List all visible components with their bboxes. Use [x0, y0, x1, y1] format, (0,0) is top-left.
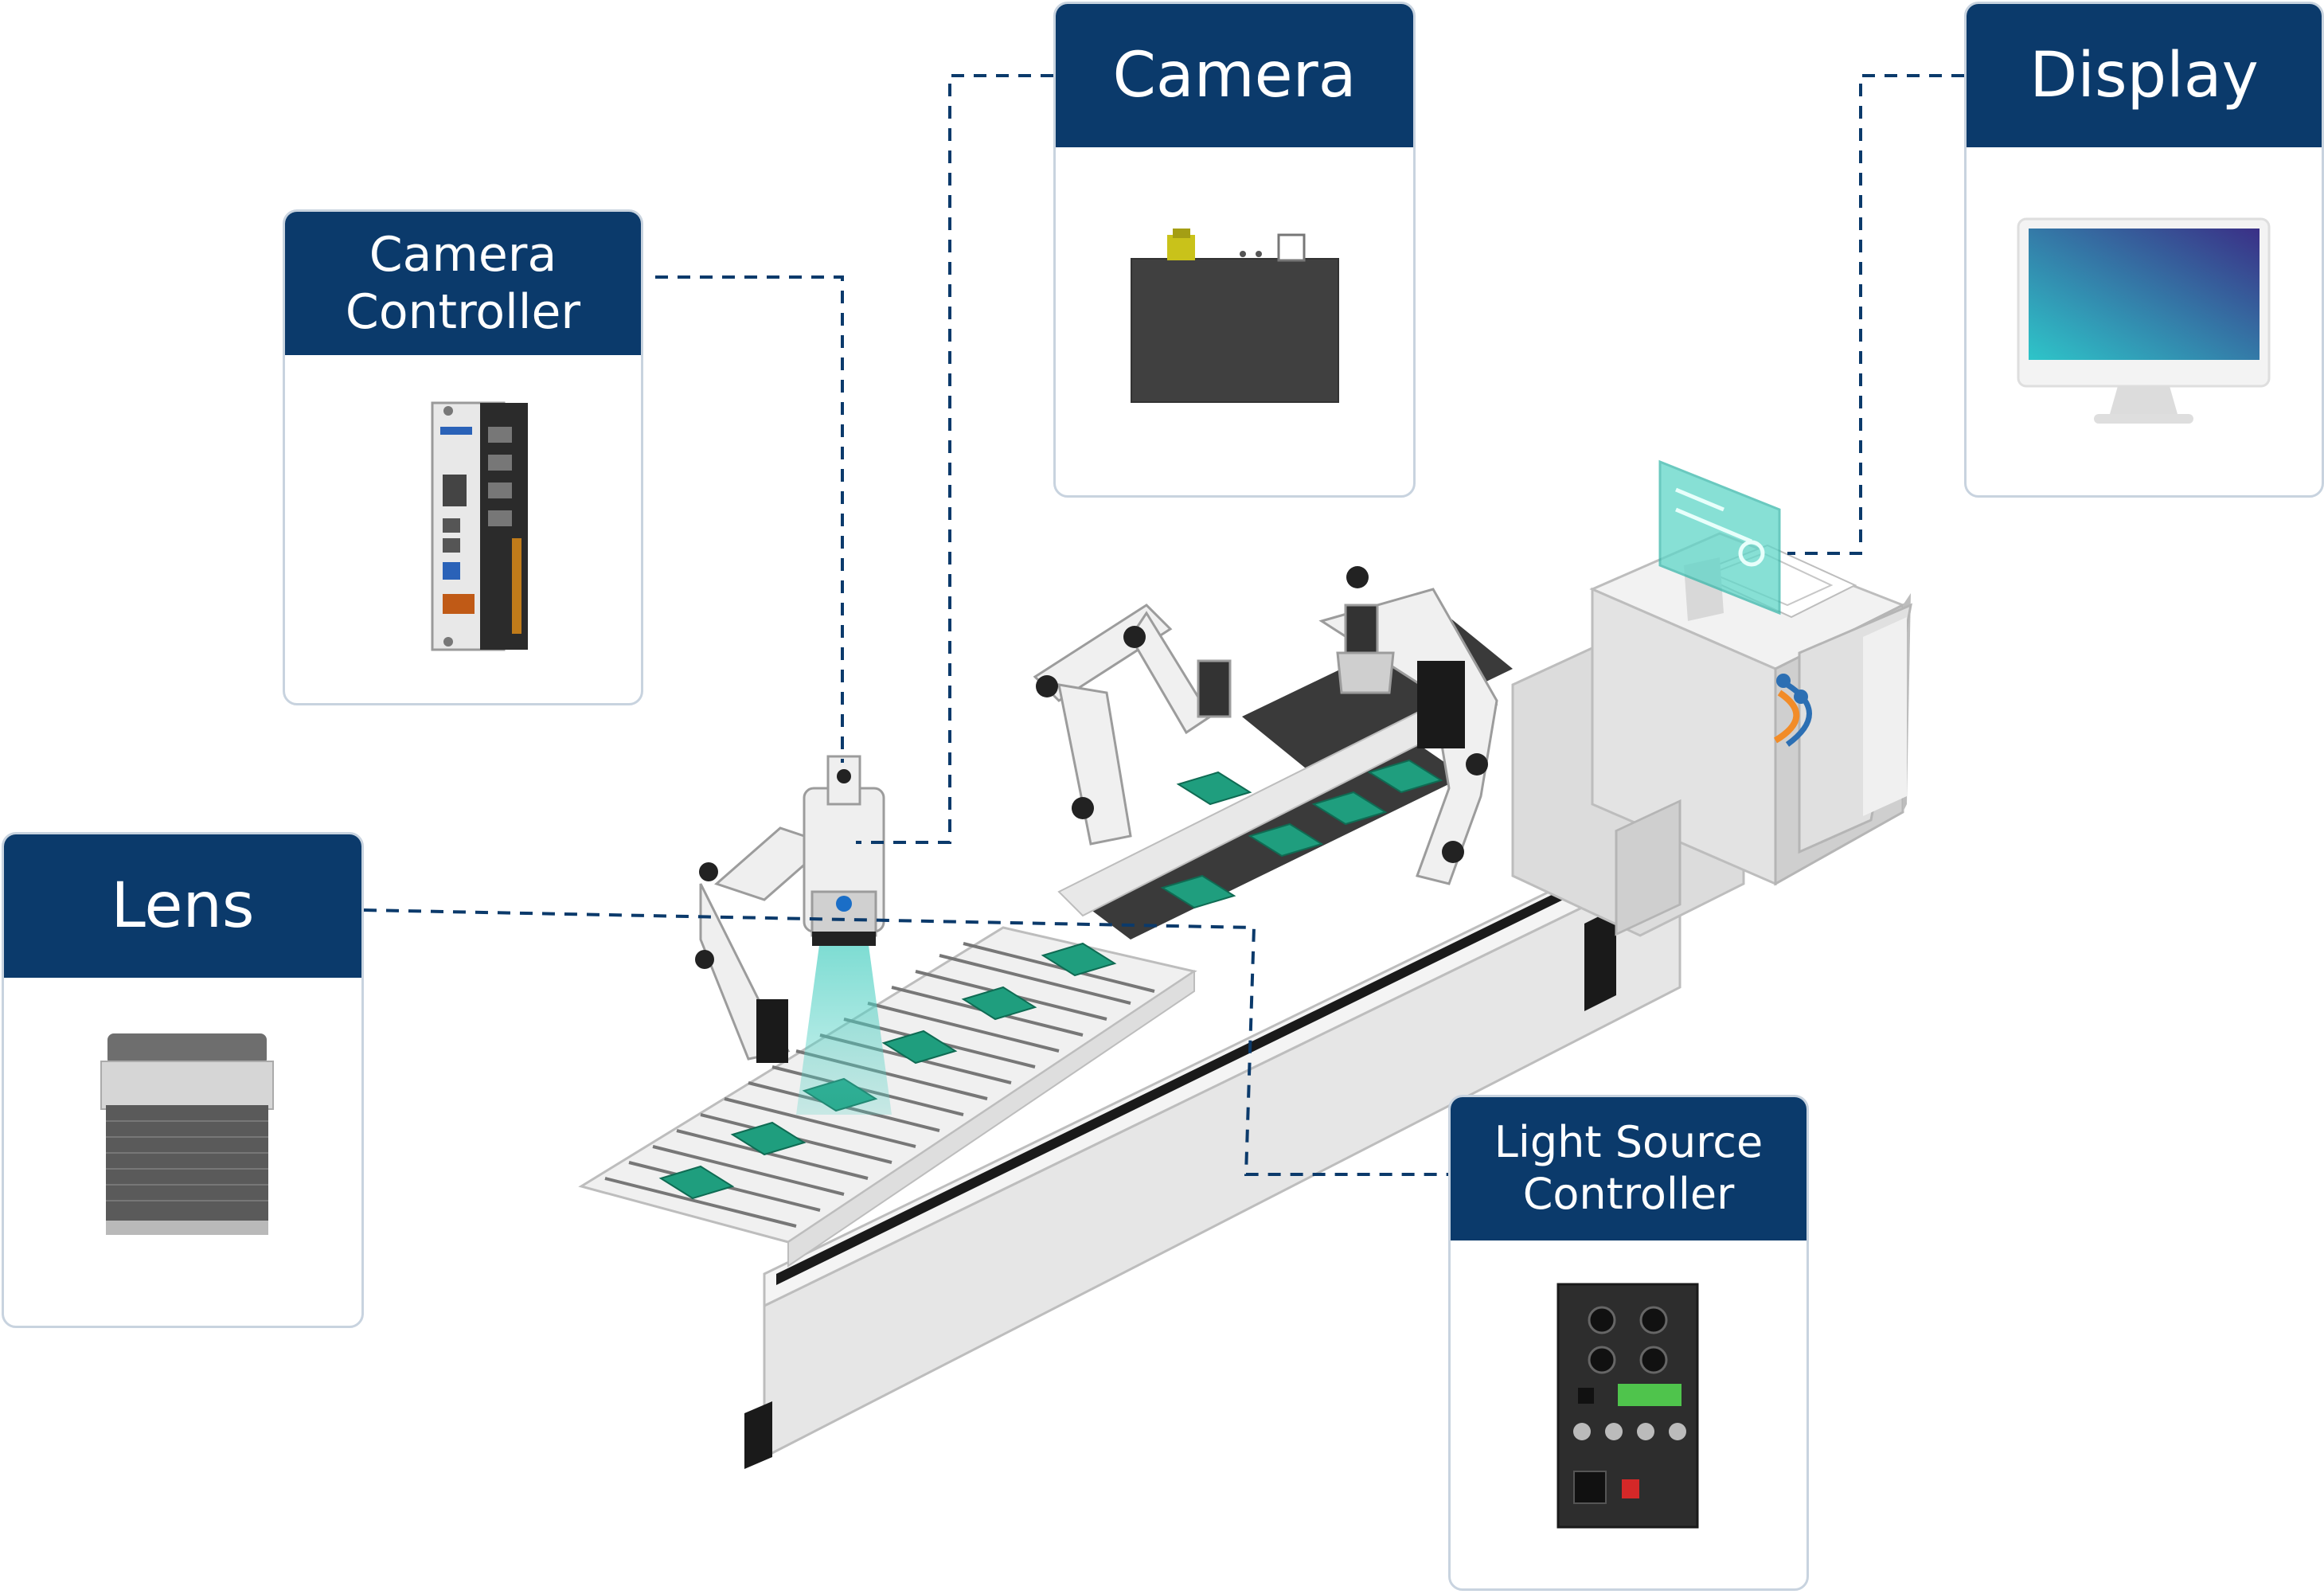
camera-controller-label: Camera Controller: [345, 227, 581, 340]
lens-icon: [100, 1033, 274, 1235]
lens-label: Lens: [111, 870, 255, 942]
connector-lines: [363, 74, 1964, 1176]
machine-base: [744, 826, 1681, 1469]
light-source-controller-card: Light Source Controller: [1448, 1095, 1809, 1591]
display-label: Display: [2029, 40, 2259, 111]
connector-lens: [363, 908, 1448, 1176]
light-source-controller-header: Light Source Controller: [1451, 1097, 1806, 1240]
light-source-controller-label: Light Source Controller: [1494, 1117, 1764, 1219]
camera-body-icon: [1131, 229, 1339, 403]
lens-card: Lens: [2, 832, 364, 1328]
camera-label: Camera: [1112, 40, 1357, 111]
camera-card: Camera: [1053, 2, 1416, 498]
camera-controller-card: Camera Controller: [283, 209, 643, 705]
connector-camera: [856, 74, 1053, 844]
display-header: Display: [1967, 4, 2322, 147]
light-controller-icon: [1556, 1283, 1699, 1529]
connector-display: [1787, 74, 1964, 555]
inspection-light-beam: [796, 940, 892, 1115]
industrial-pc-icon: [431, 401, 528, 651]
display-card: Display: [1964, 2, 2324, 498]
connector-camera-controller: [655, 275, 844, 763]
camera-controller-header: Camera Controller: [285, 212, 641, 355]
lens-header: Lens: [4, 834, 361, 978]
camera-header: Camera: [1056, 4, 1413, 147]
monitor-icon: [2017, 217, 2271, 424]
operator-terminal: [1658, 459, 1857, 621]
